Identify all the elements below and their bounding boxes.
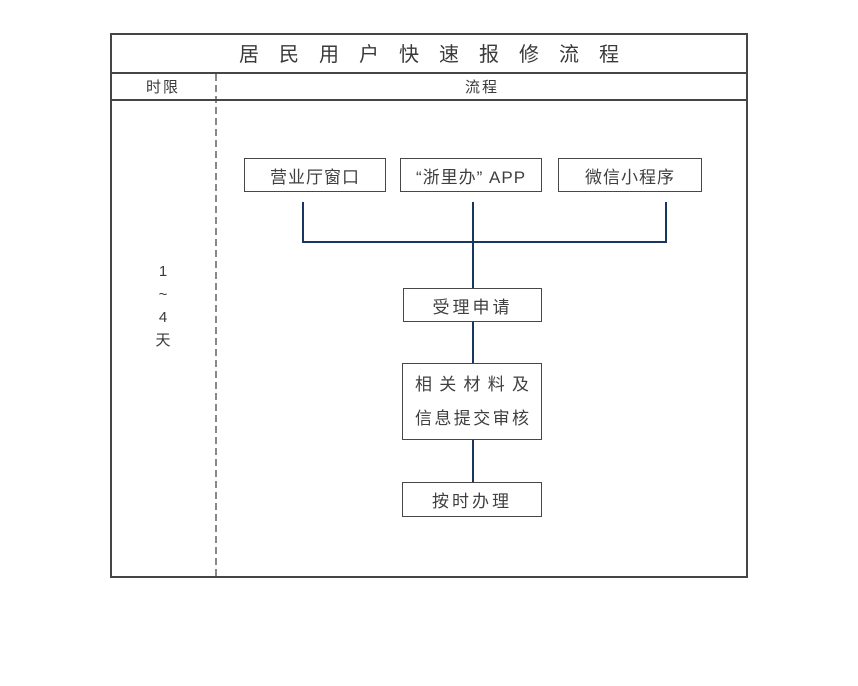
time-limit-line: 4	[158, 309, 168, 326]
channel-box-business-hall: 营业厅窗口	[244, 158, 386, 192]
flow-connectors	[302, 202, 667, 482]
time-limit-line: 1	[158, 263, 168, 280]
table-frame	[110, 33, 748, 578]
step-review-line: 相关材料及	[415, 374, 529, 394]
title-row: 居民用户快速报修流程	[110, 33, 748, 72]
time-limit-line: ~	[158, 286, 168, 303]
title-row-divider	[110, 72, 748, 74]
step-box-materials-review: 相关材料及 信息提交审核	[402, 363, 542, 440]
step-box-handle-on-time: 按时办理	[402, 482, 542, 517]
page-title: 居民用户快速报修流程	[239, 44, 639, 66]
header-row-divider	[110, 99, 748, 101]
time-limit-value: 1 ~ 4 天	[110, 260, 216, 352]
channel-box-wechat-miniprogram: 微信小程序	[558, 158, 702, 192]
time-limit-line: 天	[155, 332, 171, 349]
step-box-accept-application: 受理申请	[403, 288, 542, 322]
header-process: 流程	[464, 79, 499, 96]
header-time-limit: 时限	[145, 79, 180, 96]
step-review-line: 信息提交审核	[415, 408, 529, 428]
channel-box-zheliban-app: “浙里办” APP	[400, 158, 542, 192]
